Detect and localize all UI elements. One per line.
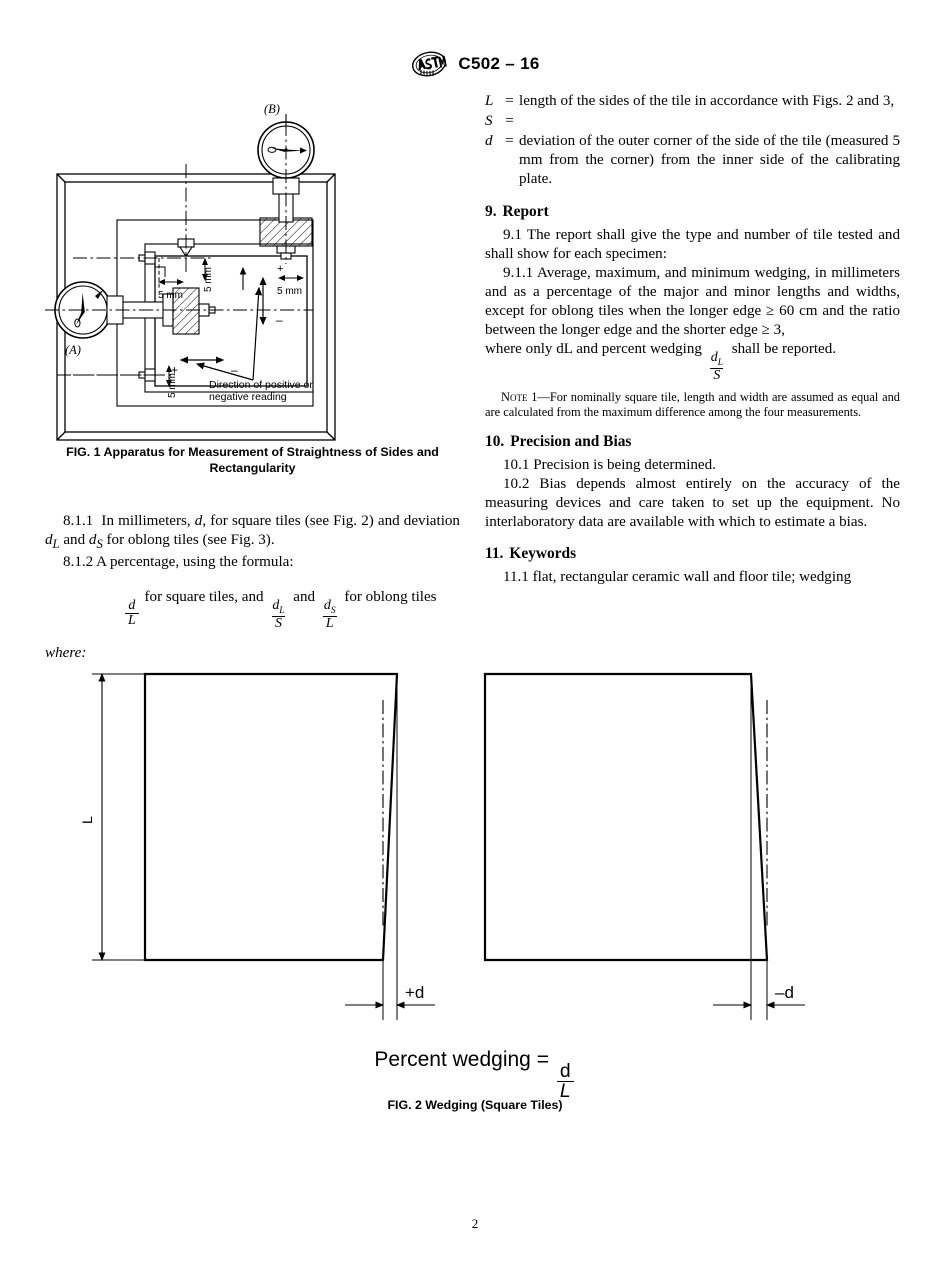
- formula-text-3: for oblong tiles: [344, 588, 437, 605]
- note-1-text: —For nominally square tile, length and w…: [485, 390, 900, 420]
- section-10-heading: 10. Precision and Bias: [485, 433, 900, 451]
- figure-2-formula-text: Percent wedging =: [374, 1048, 549, 1071]
- symbol-definition-list: L = length of the sides of the tile in a…: [485, 92, 900, 190]
- note-1: Note 1—For nominally square tile, length…: [485, 390, 900, 420]
- fraction-d-over-L-percent-wedging: d L: [556, 1061, 574, 1102]
- astm-logo-icon: [410, 50, 448, 78]
- right-column-text: L = length of the sides of the tile in a…: [485, 92, 900, 587]
- definition-L: length of the sides of the tile in accor…: [519, 93, 895, 109]
- dim-label-5mm-top-left-vertical: 5 mm: [203, 267, 214, 292]
- plus-sign-top-right: +: [277, 263, 283, 275]
- fraction-dL-over-S-report: dL S: [710, 349, 724, 383]
- dim-label-5mm-bottom-left-vertical: 5 mm: [167, 373, 178, 398]
- figure-1-caption-line-1: FIG. 1 Apparatus for Measurement of Stra…: [66, 445, 439, 459]
- section-9-heading: 9. Report: [485, 203, 900, 221]
- figure-2-caption: FIG. 2 Wedging (Square Tiles): [387, 1098, 563, 1112]
- symbol-d: d: [485, 133, 493, 150]
- figure-2-right-tile-shape: [483, 672, 769, 962]
- formula-8-1-2: d L for square tiles, and dL S and dS L …: [45, 582, 460, 631]
- figure-2-minus-d-label: –d: [775, 983, 794, 1002]
- fraction-d-over-L: d L: [125, 598, 139, 628]
- definition-row-S: S =: [485, 112, 900, 132]
- paragraph-9-1-1: 9.1.1 Average, maximum, and minimum wedg…: [485, 264, 900, 340]
- where-label: where:: [45, 645, 87, 662]
- figure-1-caption-line-2: Rectangularity: [209, 461, 296, 476]
- dial-gauge-a-icon: [54, 281, 112, 339]
- plus-sign-horizontal: +: [171, 363, 178, 377]
- document-designation: C502 – 16: [458, 54, 540, 73]
- gauge-a-label: (A): [65, 343, 81, 357]
- paragraph-9-1: 9.1 The report shall give the type and n…: [485, 227, 900, 263]
- paragraph-10-1: 10.1 Precision is being determined.: [503, 457, 716, 474]
- section-10-number: 10.: [485, 433, 505, 451]
- section-10-title: Precision and Bias: [510, 433, 632, 451]
- minus-sign-vertical: –: [276, 313, 283, 327]
- symbol-S: S: [485, 113, 493, 130]
- paragraph-9-1-1-continued: where only dL and percent wedging dL S s…: [485, 340, 900, 383]
- definition-row-L: L = length of the sides of the tile in a…: [485, 92, 900, 112]
- section-9-number: 9.: [485, 203, 497, 221]
- paragraph-9-1-1-pre: where only dL and percent wedging: [485, 340, 702, 357]
- section-11-number: 11.: [485, 544, 504, 562]
- definition-d: deviation of the outer corner of the sid…: [519, 133, 900, 188]
- definition-row-d: d = deviation of the outer corner of the…: [485, 132, 900, 190]
- figure-1-caption: FIG. 1 Apparatus for Measurement of Stra…: [45, 444, 460, 477]
- page-number: 2: [471, 1216, 479, 1231]
- equals-d: =: [505, 133, 514, 150]
- section-11-title: Keywords: [509, 544, 577, 562]
- direction-note-line-1: Direction of positive or: [209, 379, 313, 391]
- gauge-b-label: (B): [264, 102, 280, 116]
- paragraph-8-1-2: 8.1.2 A percentage, using the formula:: [63, 553, 294, 570]
- direction-note-line-2: negative reading: [209, 391, 287, 403]
- formula-text-2: and: [293, 588, 316, 605]
- note-1-label: Note 1: [501, 390, 538, 405]
- definition-S: [519, 112, 900, 132]
- section-9-title: Report: [502, 203, 549, 221]
- dim-label-5mm-top-right: 5 mm: [277, 286, 302, 297]
- paragraph-11-1: 11.1 flat, rectangular ceramic wall and …: [503, 568, 852, 585]
- paragraph-9-1-1-part-1: 9.1.1 Average, maximum, and minimum wedg…: [485, 264, 900, 338]
- dim-label-5mm-top-left: 5 mm: [158, 290, 183, 301]
- figure-2-plus-d-label: +d: [405, 983, 424, 1002]
- paragraph-9-1-1-post: shall be reported.: [731, 340, 837, 357]
- left-column-text: 8.1.1 In millimeters, d, for square tile…: [45, 512, 460, 662]
- figure-1-apparatus-diagram: 5 mm 5 mm 5 mm + 5 mm –: [45, 92, 460, 442]
- minus-sign-horizontal: –: [231, 363, 238, 377]
- fraction-dS-over-L: dS L: [322, 597, 337, 631]
- equals-L: =: [505, 93, 514, 109]
- figure-2-formula: Percent wedging = d L: [0, 1048, 950, 1102]
- paragraph-10-2: 10.2 Bias depends almost entirely on the…: [485, 476, 900, 530]
- fraction-dL-over-S: dL S: [271, 597, 285, 631]
- symbol-L: L: [485, 93, 494, 109]
- formula-text-1: for square tiles, and: [144, 588, 264, 605]
- section-11-heading: 11. Keywords: [485, 545, 900, 563]
- figure-2-wedging-diagram: L +d –d: [45, 660, 905, 1040]
- equals-S: =: [505, 113, 514, 130]
- paragraph-8-1-1: 8.1.1 In millimeters, d, for square tile…: [45, 513, 460, 551]
- page-header: C502 – 16: [0, 50, 950, 78]
- figure-2-left-tile-shape: [143, 672, 399, 962]
- figure-2-L-label: L: [79, 816, 95, 824]
